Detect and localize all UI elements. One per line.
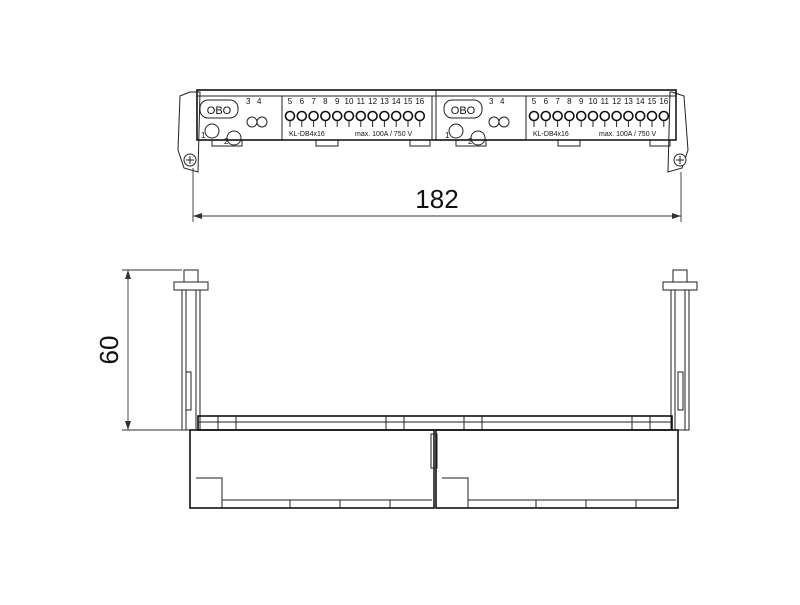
screw-terminal bbox=[355, 110, 367, 122]
rating-label-left: max. 100A / 750 V bbox=[355, 131, 413, 138]
front-housing-left bbox=[189, 429, 435, 509]
screw-terminal bbox=[587, 110, 599, 122]
model-label-left: KL-DB4x16 bbox=[289, 131, 325, 138]
screw-terminal bbox=[599, 110, 611, 122]
terminal-num-4-right: 4 bbox=[500, 97, 505, 106]
terminal-number-left: 13 bbox=[380, 97, 389, 106]
terminal-number-left: 7 bbox=[311, 97, 316, 106]
terminal-number-left: 5 bbox=[288, 97, 293, 106]
screw-terminal bbox=[343, 110, 355, 122]
screw-terminal bbox=[414, 110, 426, 122]
terminal-num-3-left: 3 bbox=[246, 97, 251, 106]
terminal-number-right: 7 bbox=[555, 97, 560, 106]
terminal-number-right: 10 bbox=[589, 97, 598, 106]
terminal-number-right: 8 bbox=[567, 97, 572, 106]
screw-terminal bbox=[634, 110, 646, 122]
side-number-2-left: 2 bbox=[224, 137, 229, 146]
right-pillar bbox=[662, 269, 698, 431]
front-housing-right bbox=[435, 429, 679, 509]
module-right: OBO 1 2 3 4 KL-DB4x16 max. 100A / 750 V bbox=[443, 95, 677, 146]
brand-logo-left: OBO bbox=[207, 105, 232, 117]
screw-terminal bbox=[402, 110, 414, 122]
rating-label-right: max. 100A / 750 V bbox=[599, 131, 657, 138]
terminal-number-left: 10 bbox=[345, 97, 354, 106]
terminal-number-left: 9 bbox=[335, 97, 340, 106]
screw-terminal bbox=[284, 110, 296, 122]
model-label-right: KL-DB4x16 bbox=[533, 131, 569, 138]
width-dimension: 182 bbox=[192, 168, 682, 222]
left-pillar bbox=[173, 269, 209, 431]
screw-terminal bbox=[320, 110, 331, 122]
left-end-bracket bbox=[177, 91, 201, 173]
terminal-number-left: 6 bbox=[300, 97, 305, 106]
screw-terminal bbox=[528, 110, 540, 122]
terminal-number-right: 16 bbox=[659, 97, 668, 106]
screw-terminal bbox=[296, 110, 308, 122]
terminal-number-right: 12 bbox=[612, 97, 621, 106]
terminal-number-right: 9 bbox=[579, 97, 584, 106]
terminal-number-right: 15 bbox=[648, 97, 657, 106]
top-view: OBO 1 2 3 4 KL-DB4x16 max. 100A / 750 V … bbox=[177, 89, 689, 173]
screw-terminal bbox=[367, 110, 378, 122]
module-left: OBO 1 2 3 4 KL-DB4x16 max. 100A / 750 V bbox=[199, 95, 433, 146]
screw-terminal bbox=[308, 110, 319, 122]
screw-terminal bbox=[540, 110, 552, 122]
terminal-number-left: 11 bbox=[357, 97, 366, 106]
screw-terminal bbox=[552, 110, 563, 122]
brand-logo-right: OBO bbox=[451, 105, 476, 117]
side-number-1-right: 1 bbox=[445, 131, 450, 140]
width-dimension-label: 182 bbox=[415, 184, 458, 214]
terminal-number-right: 6 bbox=[544, 97, 549, 106]
height-dimension-label: 60 bbox=[94, 336, 124, 365]
right-end-bracket bbox=[667, 91, 689, 173]
screw-terminal bbox=[575, 110, 587, 122]
screw-terminal bbox=[331, 110, 343, 122]
terminal-number-left: 8 bbox=[323, 97, 328, 106]
side-number-2-right: 2 bbox=[468, 137, 473, 146]
terminal-number-left: 16 bbox=[415, 97, 424, 106]
terminal-number-right: 11 bbox=[601, 97, 610, 106]
terminal-num-4-left: 4 bbox=[257, 97, 262, 106]
screw-terminal bbox=[379, 110, 390, 122]
terminal-number-left: 14 bbox=[392, 97, 401, 106]
terminal-number-right: 13 bbox=[624, 97, 633, 106]
screw-terminal bbox=[564, 110, 575, 122]
front-view bbox=[173, 269, 698, 509]
terminal-number-left: 12 bbox=[368, 97, 377, 106]
screw-terminal bbox=[658, 110, 670, 122]
front-top-rail bbox=[197, 415, 673, 431]
terminal-number-left: 15 bbox=[404, 97, 413, 106]
height-dimension: 60 bbox=[94, 269, 184, 431]
terminal-number-right: 14 bbox=[636, 97, 645, 106]
side-number-1-left: 1 bbox=[201, 131, 206, 140]
terminal-number-right: 5 bbox=[532, 97, 537, 106]
screw-terminal bbox=[611, 110, 622, 122]
screw-terminal bbox=[623, 110, 634, 122]
screw-terminal bbox=[390, 110, 402, 122]
terminal-num-3-right: 3 bbox=[489, 97, 494, 106]
screw-terminal bbox=[646, 110, 658, 122]
